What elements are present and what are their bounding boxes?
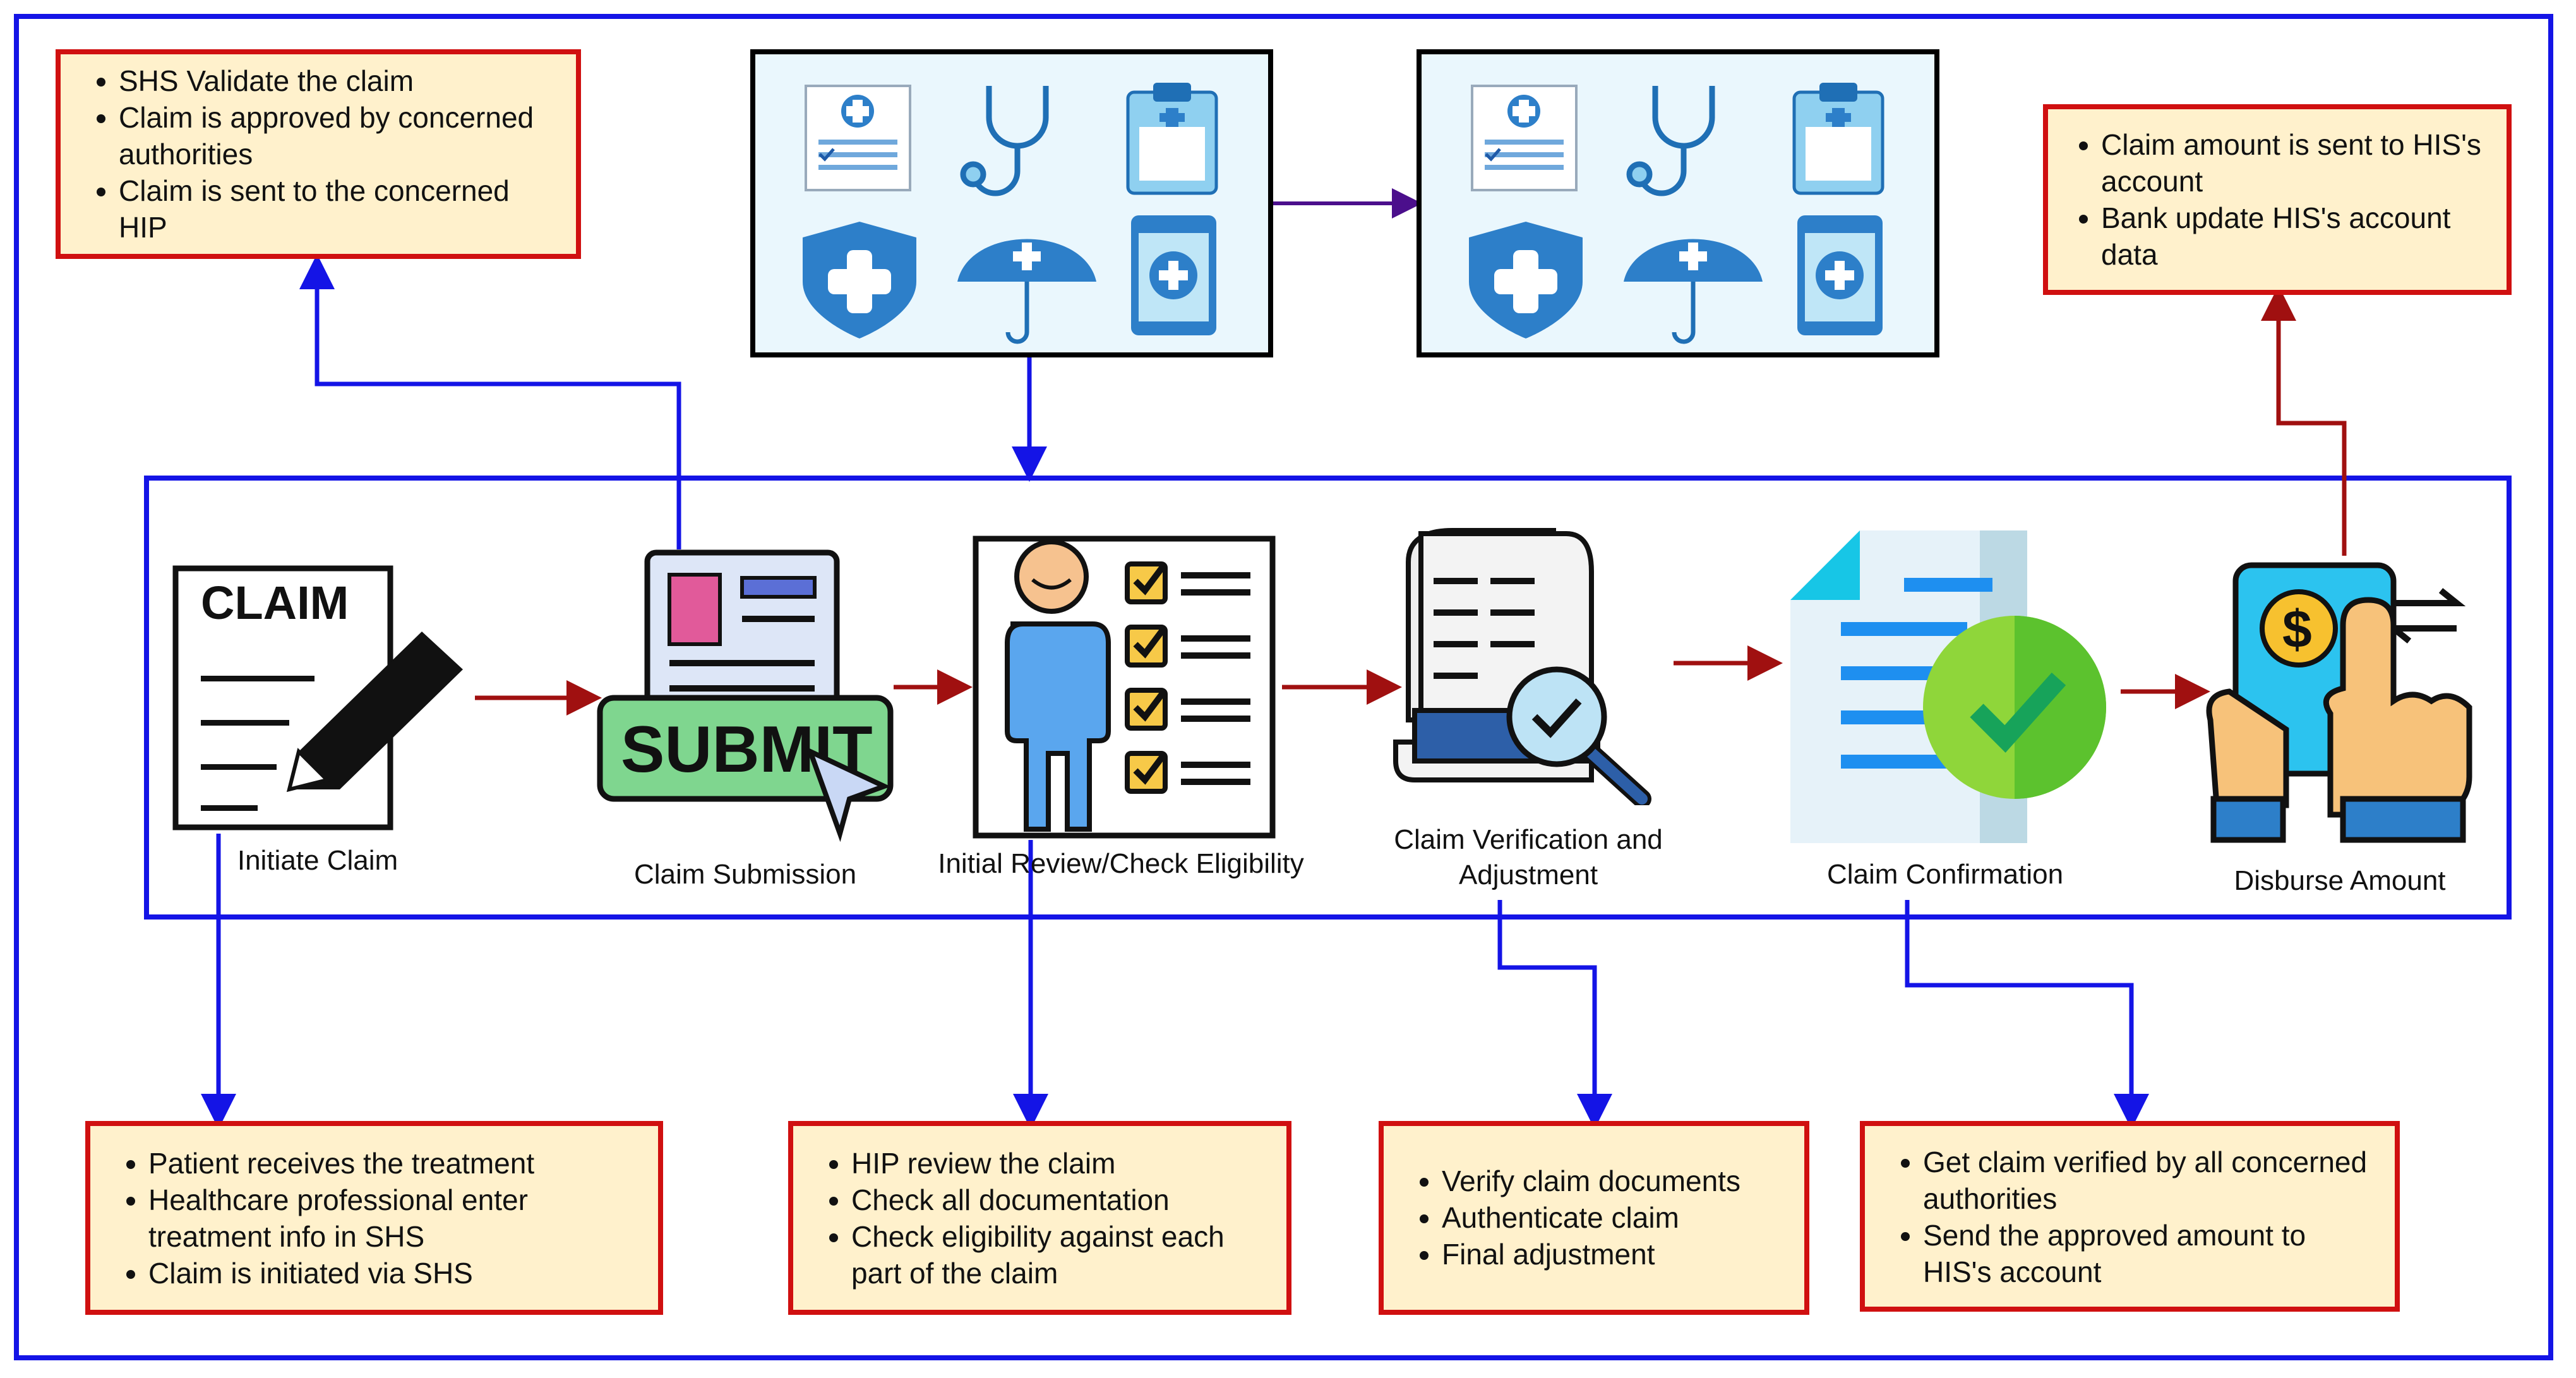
clipboard-icon bbox=[1126, 83, 1218, 195]
note-item: Claim is sent to the concerned HIP bbox=[119, 172, 563, 246]
insurance-icon-grid bbox=[803, 83, 1218, 344]
clipboard-icon bbox=[1792, 83, 1884, 195]
note-item: Final adjustment bbox=[1442, 1236, 1792, 1273]
connector-submission-to-validate-note bbox=[299, 254, 681, 549]
step-label-claim-verification: Claim Verification and Adjustment bbox=[1364, 822, 1692, 893]
step-label-disburse-amount: Disburse Amount bbox=[2234, 865, 2446, 896]
note-item: Healthcare professional enter treatment … bbox=[148, 1182, 645, 1255]
medical-form-icon bbox=[805, 85, 911, 191]
note-item: Authenticate claim bbox=[1442, 1199, 1792, 1236]
note-item: SHS Validate the claim bbox=[119, 63, 563, 99]
claim-document-pen-icon: CLAIM bbox=[172, 565, 463, 830]
tablet-cross-icon bbox=[1797, 215, 1883, 335]
note-item: Check all documentation bbox=[851, 1182, 1274, 1218]
note-claim-verification: Verify claim documents Authenticate clai… bbox=[1379, 1121, 1809, 1315]
note-item: Claim is approved by concerned authoriti… bbox=[119, 99, 563, 172]
step-label-claim-verification-line1: Claim Verification and bbox=[1394, 824, 1663, 855]
umbrella-cross-icon bbox=[957, 239, 1096, 344]
note-confirm-list: Get claim verified by all concerned auth… bbox=[1878, 1144, 2382, 1290]
person-checklist-icon bbox=[973, 536, 1276, 839]
note-item: HIP review the claim bbox=[851, 1145, 1274, 1182]
note-initiate-claim: Patient receives the treatment Healthcar… bbox=[85, 1121, 663, 1315]
note-item: Check eligibility against each part of t… bbox=[851, 1218, 1274, 1291]
insurance-icon-grid bbox=[1469, 83, 1884, 344]
dollar-icon-text: $ bbox=[2282, 599, 2312, 659]
step-label-claim-verification-line2: Adjustment bbox=[1458, 860, 1598, 890]
step-label-claim-confirmation: Claim Confirmation bbox=[1826, 859, 2064, 890]
medical-form-icon bbox=[1471, 85, 1578, 191]
note-claim-confirmation: Get claim verified by all concerned auth… bbox=[1860, 1121, 2400, 1312]
note-item: Verify claim documents bbox=[1442, 1163, 1792, 1199]
insurance-icons-panel-right bbox=[1417, 49, 1939, 357]
tablet-cross-icon bbox=[1131, 215, 1216, 335]
shield-cross-icon bbox=[803, 222, 916, 339]
connector-verify-to-note bbox=[1497, 900, 1612, 1129]
note-validate-list: SHS Validate the claim Claim is approved… bbox=[73, 63, 563, 246]
step-label-initiate-claim: Initiate Claim bbox=[237, 845, 398, 876]
step-label-initial-review: Initial Review/Check Eligibility bbox=[938, 848, 1304, 879]
connector-disburse-to-note bbox=[2261, 285, 2347, 556]
note-item: Get claim verified by all concerned auth… bbox=[1923, 1144, 2382, 1217]
note-initiate-list: Patient receives the treatment Healthcar… bbox=[103, 1145, 645, 1291]
note-item: Bank update HIS's account data bbox=[2101, 200, 2499, 273]
note-disburse-list: Claim amount is sent to HIS's account Ba… bbox=[2056, 126, 2499, 273]
stethoscope-icon bbox=[960, 86, 1049, 196]
stethoscope-icon bbox=[1626, 86, 1715, 196]
submit-form-icon: SUBMIT bbox=[597, 549, 894, 842]
note-initial-review: HIP review the claim Check all documenta… bbox=[788, 1121, 1291, 1315]
phone-payment-icon: $ bbox=[2206, 562, 2472, 843]
note-validate-claim: SHS Validate the claim Claim is approved… bbox=[56, 49, 581, 259]
claim-icon-text: CLAIM bbox=[201, 577, 349, 629]
shield-cross-icon bbox=[1469, 222, 1583, 339]
connector-confirm-to-note bbox=[1905, 900, 2149, 1129]
note-item: Patient receives the treatment bbox=[148, 1145, 645, 1182]
note-review-list: HIP review the claim Check all documenta… bbox=[806, 1145, 1274, 1291]
note-item: Claim amount is sent to HIS's account bbox=[2101, 126, 2499, 200]
note-disburse-amount: Claim amount is sent to HIS's account Ba… bbox=[2043, 104, 2512, 295]
note-item: Claim is initiated via SHS bbox=[148, 1255, 645, 1291]
note-item: Send the approved amount to HIS's accoun… bbox=[1923, 1217, 2382, 1290]
step-label-claim-submission: Claim Submission bbox=[633, 859, 857, 890]
note-verify-list: Verify claim documents Authenticate clai… bbox=[1396, 1163, 1792, 1273]
document-checkmark-icon bbox=[1790, 530, 2106, 843]
insurance-icons-panel-left bbox=[750, 49, 1273, 357]
outer-frame bbox=[14, 14, 2553, 1360]
umbrella-cross-icon bbox=[1624, 239, 1763, 344]
process-frame bbox=[144, 476, 2512, 920]
document-magnifier-icon bbox=[1393, 528, 1651, 805]
